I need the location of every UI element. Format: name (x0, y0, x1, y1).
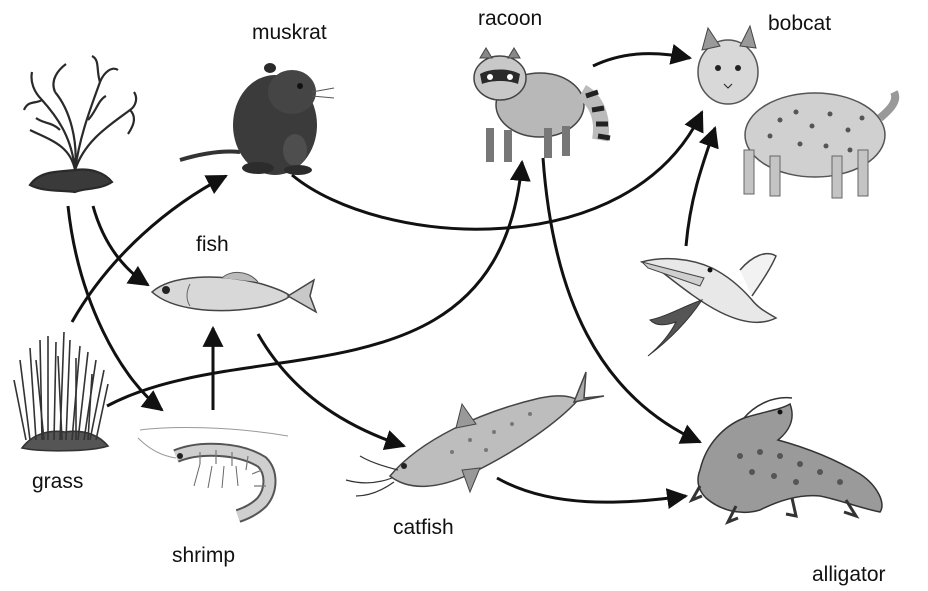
grass-image (13, 331, 110, 452)
bobcat-image (697, 24, 900, 199)
label-catfish: catfish (393, 516, 454, 539)
label-grass: grass (32, 470, 84, 493)
racoon-image (473, 47, 611, 162)
label-alligator: alligator (812, 563, 886, 586)
label-muskrat: muskrat (252, 21, 327, 44)
arrow-seaweed-to-fish (91, 205, 150, 287)
label-bobcat: bobcat (768, 12, 832, 35)
catfish-image (345, 371, 605, 497)
arrow-catfish-to-alligator (496, 476, 689, 509)
muskrat-image (179, 63, 335, 175)
arrow-pelican-to-bobcat (684, 126, 719, 247)
fish-image (150, 272, 318, 314)
shrimp-image (137, 427, 289, 523)
arrow-seaweed-to-shrimp (66, 205, 164, 412)
label-fish: fish (196, 233, 229, 256)
arrow-racoon-to-bobcat (592, 43, 693, 68)
arrow-fish-to-catfish (256, 333, 406, 451)
seaweed-image (22, 55, 138, 194)
arrow-racoon-to-alligator (541, 157, 702, 444)
arrow-grass-to-racoon (106, 159, 531, 408)
arrow-muskrat-to-bobcat (291, 110, 704, 231)
pelican-image (639, 252, 778, 357)
label-shrimp: shrimp (172, 544, 236, 567)
arrow-grass-to-muskrat (70, 174, 228, 323)
alligator-image (688, 396, 883, 525)
label-racoon: racoon (478, 7, 543, 30)
